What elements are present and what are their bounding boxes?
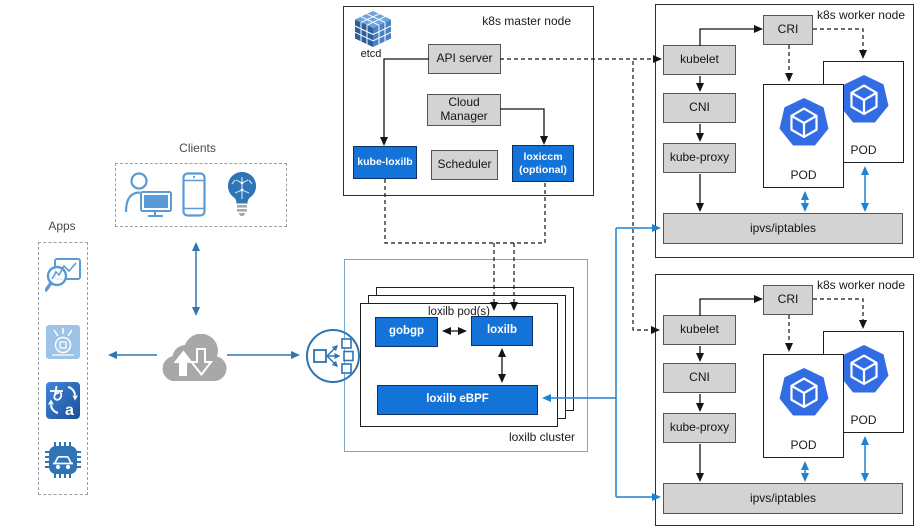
translate-app-icon: a [45, 379, 81, 426]
pod-label: POD [790, 168, 817, 182]
worker1-kubelet-box: kubelet [663, 45, 736, 75]
worker2-cni-box: CNI [663, 363, 736, 393]
etcd-cube-icon [352, 10, 394, 53]
kubernetes-pod-icon [779, 367, 828, 416]
svg-text:a: a [65, 402, 74, 419]
worker1-kube-proxy-box: kube-proxy [663, 143, 736, 173]
load-balancer-icon [305, 328, 361, 389]
iot-bulb-icon [226, 171, 258, 222]
worker2-title: k8s worker node [816, 278, 905, 292]
pod-label: POD [790, 438, 817, 452]
worker2-ipvs-box: ipvs/iptables [663, 483, 903, 514]
worker2-kube-proxy-box: kube-proxy [663, 413, 736, 443]
loxiccm-line1: loxiccm [523, 150, 563, 163]
iot-hub-app-icon [45, 321, 81, 366]
clients-label: Clients [179, 141, 216, 155]
gobgp-box: gobgp [375, 317, 438, 347]
loxilb-pods-label: loxilb pod(s) [428, 306, 490, 318]
loxilb-cluster-box: loxilb pod(s) gobgp loxilb loxilb eBPF l… [344, 259, 588, 452]
smartphone-icon [182, 172, 206, 222]
clients-box [115, 163, 287, 227]
scheduler-box: Scheduler [431, 150, 498, 180]
kube-loxilb-box: kube-loxilb [353, 146, 417, 179]
apps-box: a [38, 242, 88, 495]
worker2-cri-box: CRI [763, 285, 813, 315]
loxilb-cluster-title: loxilb cluster [508, 430, 575, 444]
worker1-title: k8s worker node [816, 8, 905, 22]
loxilb-ebpf-box: loxilb eBPF [377, 385, 538, 415]
api-server-box: API server [428, 44, 501, 74]
etcd-label: etcd [360, 48, 382, 60]
k8s-worker-node-2: k8s worker node CRI kubelet CNI kube-pro… [655, 274, 914, 526]
k8s-master-node: k8s master node etcd API server Cloud Ma… [343, 6, 594, 196]
worker2-pod-back: POD [823, 331, 904, 433]
loxiccm-box: loxiccm (optional) [512, 145, 574, 182]
k8s-worker-node-1: k8s worker node CRI kubelet CNI kube-pro… [655, 4, 914, 258]
kubernetes-pod-icon [839, 74, 888, 123]
loxiccm-line2: (optional) [519, 163, 567, 176]
person-workstation-icon [124, 170, 174, 223]
cloud-manager-box: Cloud Manager [427, 94, 501, 126]
worker1-cri-box: CRI [763, 15, 813, 45]
analytics-app-icon [44, 257, 81, 300]
loxilb-pod-box: loxilb pod(s) gobgp loxilb loxilb eBPF [360, 303, 558, 427]
worker1-cni-box: CNI [663, 93, 736, 123]
worker2-kubelet-box: kubelet [663, 315, 736, 345]
kubernetes-pod-icon [839, 344, 888, 393]
kubernetes-pod-icon [779, 97, 828, 146]
worker2-pod-front: POD [763, 354, 844, 458]
master-node-title: k8s master node [482, 14, 571, 28]
apps-label: Apps [48, 219, 76, 233]
automotive-chip-app-icon [44, 441, 82, 484]
worker1-pod-front: POD [763, 84, 844, 188]
cloud-updown-icon [152, 333, 232, 393]
pod-label: POD [850, 413, 877, 427]
pod-label: POD [850, 143, 877, 157]
worker1-ipvs-box: ipvs/iptables [663, 213, 903, 244]
loxilb-box: loxilb [471, 316, 533, 346]
